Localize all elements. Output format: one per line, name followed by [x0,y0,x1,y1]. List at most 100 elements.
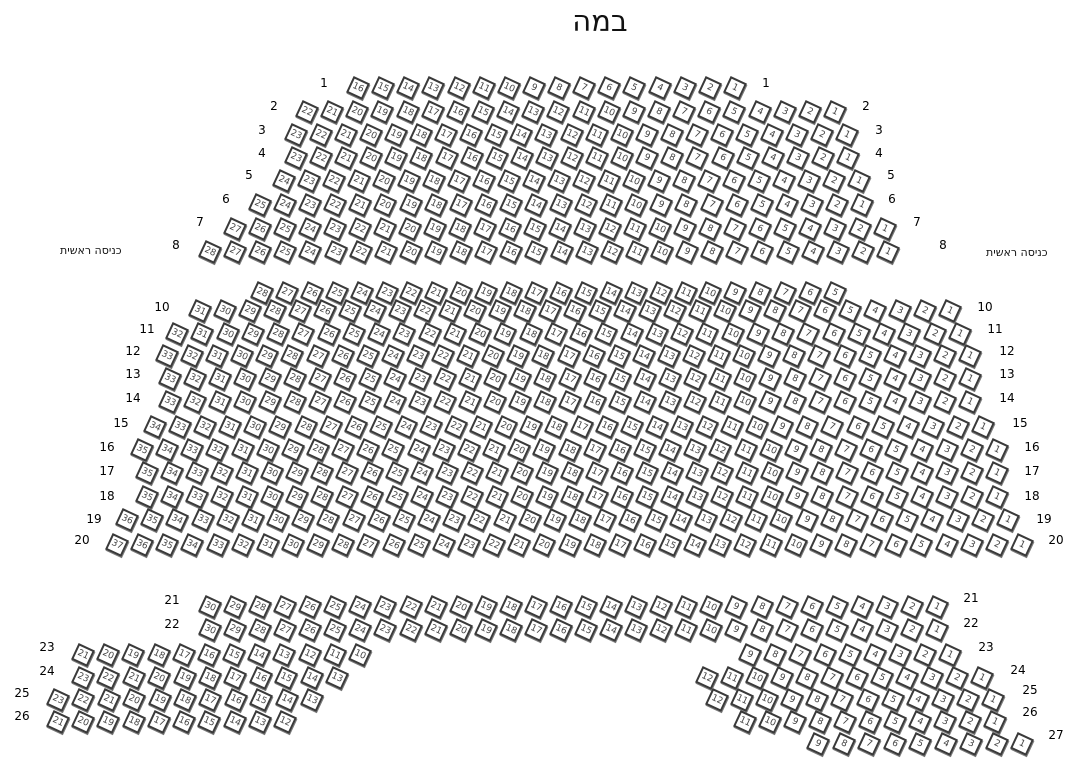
seat[interactable]: 18 [513,299,537,323]
seat[interactable]: 5 [775,240,800,264]
seat[interactable]: 24 [383,367,407,391]
seat[interactable]: 3 [888,643,912,667]
seat[interactable]: 4 [863,299,887,323]
seat[interactable]: 22 [295,100,319,124]
seat[interactable]: 11 [585,146,610,170]
seat[interactable]: 10 [610,146,635,170]
seat[interactable]: 32 [165,322,189,346]
seat[interactable]: 12 [733,533,758,557]
seat[interactable]: 28 [283,367,307,391]
seat[interactable]: 16 [594,415,619,439]
seat[interactable]: 12 [683,390,707,414]
seat[interactable]: 16 [223,688,248,712]
seat[interactable]: 4 [905,688,930,712]
seat[interactable]: 16 [610,461,634,485]
seat[interactable]: 6 [858,710,882,734]
seat[interactable]: 20 [71,710,96,734]
seat[interactable]: 20 [468,322,493,346]
seat[interactable]: 5 [858,390,882,414]
seat[interactable]: 18 [560,461,584,485]
seat[interactable]: 17 [593,508,618,532]
seat[interactable]: 16 [498,217,522,241]
seat[interactable]: 24 [417,508,442,532]
seat[interactable]: 15 [574,618,598,642]
seat[interactable]: 14 [619,322,644,346]
seat[interactable]: 28 [280,344,305,368]
seat[interactable]: 23 [431,438,456,462]
seat[interactable]: 10 [720,322,745,346]
seat[interactable]: 8 [795,415,820,439]
seat[interactable]: 34 [143,415,167,439]
seat[interactable]: 4 [933,732,958,756]
seat[interactable]: 28 [293,415,318,439]
seat[interactable]: 13 [534,123,559,147]
seat[interactable]: 21 [334,146,359,170]
seat[interactable]: 11 [758,533,783,557]
seat[interactable]: 27 [331,438,356,462]
seat[interactable]: 19 [147,688,172,712]
seat[interactable]: 15 [658,533,683,557]
seat[interactable]: 22 [322,169,346,193]
seat[interactable]: 36 [130,533,155,557]
seat[interactable]: 18 [409,146,434,170]
seat[interactable]: 12 [546,100,571,124]
seat[interactable]: 6 [724,193,749,217]
seat[interactable]: 11 [597,169,621,193]
seat[interactable]: 13 [247,710,272,734]
seat[interactable]: 21 [469,415,494,439]
seat[interactable]: 8 [808,710,832,734]
seat[interactable]: 21 [373,217,397,241]
seat[interactable]: 9 [783,438,808,462]
seat[interactable]: 5 [908,732,932,756]
seat[interactable]: 10 [648,217,672,241]
seat[interactable]: 29 [223,595,248,619]
seat[interactable]: 13 [656,344,681,368]
seat[interactable]: 6 [750,240,775,264]
seat[interactable]: 4 [910,485,934,509]
seat[interactable]: 17 [523,595,548,619]
seat[interactable]: 31 [255,533,280,557]
seat[interactable]: 6 [870,508,895,532]
seat[interactable]: 4 [747,100,772,124]
seat[interactable]: 11 [674,595,699,619]
seat[interactable]: 7 [723,217,747,241]
seat[interactable]: 10 [609,123,634,147]
seat[interactable]: 4 [647,76,672,100]
seat[interactable]: 21 [423,618,448,642]
seat[interactable]: 3 [907,344,932,368]
seat[interactable]: 27 [356,533,381,557]
seat[interactable]: 25 [358,367,382,391]
seat[interactable]: 18 [409,123,434,147]
seat[interactable]: 23 [456,533,481,557]
seat[interactable]: 23 [71,666,95,690]
seat[interactable]: 4 [895,415,920,439]
seat[interactable]: 6 [845,666,869,690]
seat[interactable]: 15 [635,461,659,485]
seat[interactable]: 3 [825,240,850,264]
seat[interactable]: 19 [384,146,409,170]
seat[interactable]: 18 [544,415,569,439]
seat[interactable]: 3 [908,390,932,414]
seat[interactable]: 6 [855,688,880,712]
seat[interactable]: 31 [208,367,232,391]
seat[interactable]: 2 [913,299,937,323]
seat[interactable]: 6 [884,533,909,557]
seat[interactable]: 25 [368,415,393,439]
seat[interactable]: 14 [631,344,656,368]
seat[interactable]: 14 [613,299,637,323]
seat[interactable]: 8 [805,688,830,712]
seat[interactable]: 29 [258,367,282,391]
seat[interactable]: 22 [96,666,121,690]
seat[interactable]: 16 [459,146,484,170]
seat[interactable]: 1 [873,217,897,241]
seat[interactable]: 10 [496,76,521,100]
seat[interactable]: 30 [230,344,255,368]
seat[interactable]: 28 [198,240,222,264]
seat[interactable]: 11 [708,390,732,414]
seat[interactable]: 10 [758,438,783,462]
seat[interactable]: 6 [597,76,622,100]
seat[interactable]: 22 [71,688,96,712]
seat[interactable]: 11 [695,322,720,346]
seat[interactable]: 30 [266,508,290,532]
seat[interactable]: 19 [532,438,557,462]
